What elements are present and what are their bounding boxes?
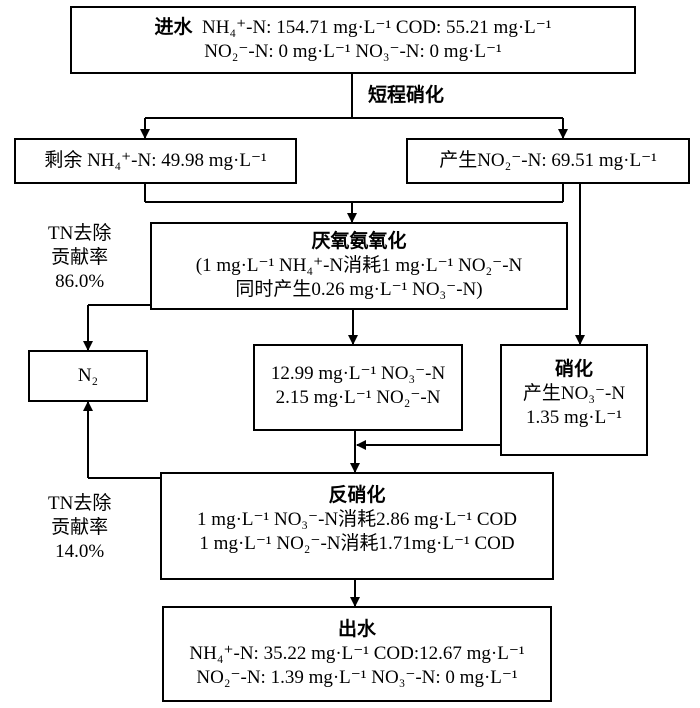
influent-box: 进水 NH₄⁺-N: 154.71 mg·L⁻¹ COD: 55.21 mg·L… [70, 6, 636, 74]
denitrification-line2: 1 mg·L⁻¹ NO₂⁻-N消耗1.71mg·L⁻¹ COD [199, 533, 515, 554]
remaining-nh4-text: 剩余 NH₄⁺-N: 49.98 mg·L⁻¹ [44, 150, 267, 171]
residual-line2: 2.15 mg·L⁻¹ NO₂⁻-N [275, 387, 441, 408]
tn-removal-denitrification-label: TN去除 贡献率 14.0% [48, 492, 111, 564]
tn-removal-denitrification-value: 14.0% [55, 541, 105, 562]
influent-title: 进水 [154, 17, 193, 38]
nitrification-line2: 1.35 mg·L⁻¹ [526, 407, 622, 428]
denitrification-title: 反硝化 [328, 485, 386, 506]
tn-removal-anammox-line2: 贡献率 [51, 247, 109, 268]
produced-no2-text: 产生NO₂⁻-N: 69.51 mg·L⁻¹ [439, 150, 657, 171]
denitrification-box: 反硝化 1 mg·L⁻¹ NO₃⁻-N消耗2.86 mg·L⁻¹ COD 1 m… [160, 472, 554, 580]
effluent-line1: NH₄⁺-N: 35.22 mg·L⁻¹ COD:12.67 mg·L⁻¹ [189, 643, 525, 664]
tn-removal-anammox-line1: TN去除 [48, 223, 112, 244]
shortcut-nitrification-label: 短程硝化 [368, 85, 445, 106]
anammox-line1: (1 mg·L⁻¹ NH₄⁺-N消耗1 mg·L⁻¹ NO₂⁻-N [195, 255, 523, 276]
tn-removal-anammox-label: TN去除 贡献率 86.0% [48, 222, 111, 294]
tn-removal-denitrification-line1: TN去除 [48, 493, 112, 514]
n2-box: N₂ [28, 350, 148, 402]
influent-line1: NH₄⁺-N: 154.71 mg·L⁻¹ COD: 55.21 mg·L⁻¹ [202, 17, 552, 38]
effluent-title: 出水 [337, 619, 376, 640]
produced-no2-box: 产生NO₂⁻-N: 69.51 mg·L⁻¹ [406, 138, 690, 184]
anammox-line2: 同时产生0.26 mg·L⁻¹ NO₃⁻-N) [235, 279, 483, 300]
anammox-title: 厌氧氨氧化 [311, 231, 407, 252]
tn-removal-denitrification-line2: 贡献率 [51, 517, 109, 538]
nitrification-title: 硝化 [554, 359, 593, 380]
residual-box: 12.99 mg·L⁻¹ NO₃⁻-N 2.15 mg·L⁻¹ NO₂⁻-N [253, 344, 463, 431]
remaining-nh4-box: 剩余 NH₄⁺-N: 49.98 mg·L⁻¹ [14, 138, 297, 184]
n2-text: N₂ [77, 365, 99, 386]
influent-line2: NO₂⁻-N: 0 mg·L⁻¹ NO₃⁻-N: 0 mg·L⁻¹ [204, 41, 502, 62]
nitrification-line1: 产生NO₃⁻-N [522, 383, 626, 404]
nitrification-box: 硝化 产生NO₃⁻-N 1.35 mg·L⁻¹ [500, 344, 648, 456]
residual-line1: 12.99 mg·L⁻¹ NO₃⁻-N [270, 363, 446, 384]
effluent-box: 出水 NH₄⁺-N: 35.22 mg·L⁻¹ COD:12.67 mg·L⁻¹… [162, 606, 552, 702]
tn-removal-anammox-value: 86.0% [55, 271, 105, 292]
denitrification-line1: 1 mg·L⁻¹ NO₃⁻-N消耗2.86 mg·L⁻¹ COD [197, 509, 517, 530]
effluent-line2: NO₂⁻-N: 1.39 mg·L⁻¹ NO₃⁻-N: 0 mg·L⁻¹ [196, 667, 518, 688]
anammox-box: 厌氧氨氧化 (1 mg·L⁻¹ NH₄⁺-N消耗1 mg·L⁻¹ NO₂⁻-N … [150, 222, 568, 310]
